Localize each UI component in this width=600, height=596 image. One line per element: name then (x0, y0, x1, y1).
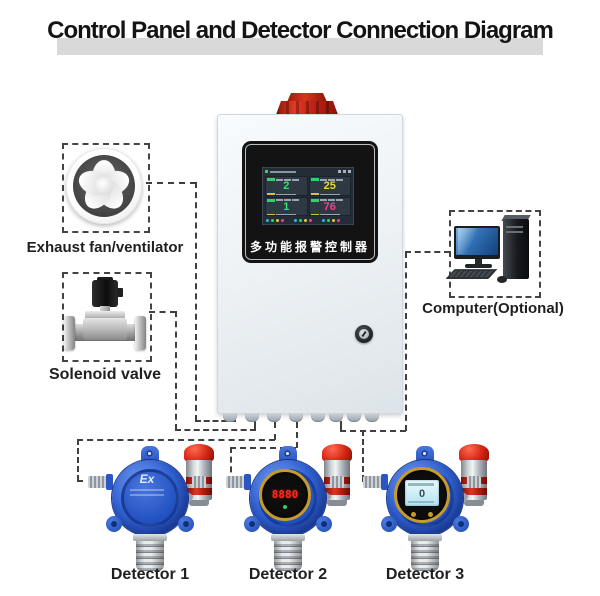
computer-label: Computer(Optional) (422, 300, 564, 317)
zone-value: 25 (323, 180, 336, 192)
detector-1-label: Detector 1 (110, 566, 190, 583)
screen-indicator-dots (263, 219, 353, 223)
detector-body: Ex (106, 460, 194, 536)
connection-line (296, 422, 298, 448)
fan-box (62, 143, 150, 233)
zone-cell-2: 25 (308, 176, 351, 196)
panel-lock-icon (355, 325, 373, 343)
connection-line (195, 182, 197, 421)
zone-cell-1: 2 (265, 176, 308, 196)
zone-value: 2 (283, 180, 290, 192)
sensor-collar (133, 534, 167, 541)
gland-collar (106, 474, 113, 490)
cable-gland (330, 476, 344, 488)
connection-line (254, 421, 256, 430)
sensor-collar (408, 534, 442, 541)
panel-screen: 2 25 1 76 (262, 167, 354, 225)
connection-line (146, 182, 196, 184)
zone-grid: 2 25 1 76 (265, 176, 351, 216)
zone-cell-3: 1 (265, 196, 308, 216)
cable-gland (245, 413, 259, 422)
detector-2-label: Detector 2 (248, 566, 328, 583)
connection-line (77, 439, 275, 441)
status-text-bar (270, 170, 296, 173)
cable-gland (192, 476, 206, 488)
valve-box (62, 272, 152, 362)
cable-gland (226, 476, 246, 488)
mount-tab (279, 446, 297, 462)
exhaust-fan-icon (66, 148, 142, 224)
gland-collar (244, 474, 251, 490)
zone-value: 76 (323, 200, 336, 213)
zone-value: 1 (283, 200, 290, 213)
fan-label: Exhaust fan/ventilator (26, 239, 184, 256)
ex-marking: Ex (139, 472, 155, 486)
cable-gland (363, 476, 383, 488)
detector-2: 8880 (218, 442, 358, 572)
display-value: 8880 (271, 488, 299, 501)
detector-body: 0 (381, 460, 469, 536)
detector-1: Ex (80, 442, 220, 572)
screen-icon (338, 170, 341, 173)
computer-box (449, 210, 541, 298)
zone-cell-4: 76 (308, 196, 351, 216)
connection-line (77, 439, 79, 481)
button-icon (411, 512, 416, 517)
panel-alarm-beacon-icon (287, 93, 327, 102)
cable-gland (311, 413, 325, 422)
connection-line (175, 429, 256, 431)
status-led-icon (283, 505, 287, 509)
connection-line (405, 251, 450, 253)
panel-name-label: 多功能报警控制器 (249, 240, 370, 254)
gas-sensor (411, 541, 439, 571)
connection-line (149, 311, 176, 313)
connection-line (340, 421, 342, 431)
connection-line (340, 430, 406, 432)
connection-line (230, 447, 232, 482)
cable-gland (329, 413, 343, 422)
detector-body: 8880 (244, 460, 332, 536)
mount-tab (416, 446, 434, 462)
screen-status-bar (263, 168, 353, 175)
connection-line (274, 422, 276, 440)
connection-line (195, 420, 236, 422)
gas-sensor (136, 541, 164, 571)
status-led-icon (265, 170, 268, 173)
title-highlight-bar (57, 38, 543, 55)
cable-gland (223, 413, 237, 422)
detector-3-label: Detector 3 (385, 566, 465, 583)
cable-gland (467, 476, 481, 488)
cable-gland (88, 476, 108, 488)
button-icon (428, 512, 433, 517)
lcd-display: 0 (394, 467, 450, 523)
gland-collar (381, 474, 388, 490)
mount-tab (141, 446, 159, 462)
cable-gland (365, 413, 379, 422)
detector-3: 0 (355, 442, 495, 572)
valve-label: Solenoid valve (48, 366, 162, 383)
cable-gland (347, 413, 361, 422)
connection-line (405, 252, 407, 431)
gas-sensor (274, 541, 302, 571)
connection-line (175, 311, 177, 430)
screen-icon (343, 170, 346, 173)
cable-gland (267, 413, 281, 422)
panel-alarm-beacon-icon (276, 101, 338, 115)
connection-line (362, 430, 364, 481)
page-title: Control Panel and Detector Connection Di… (47, 17, 554, 44)
connection-line (230, 447, 296, 449)
screen-icon (348, 170, 351, 173)
sensor-collar (271, 534, 305, 541)
display-value: 0 (418, 488, 426, 500)
led-display: 8880 (259, 469, 311, 521)
connection-line (77, 480, 95, 482)
cable-gland (289, 413, 303, 422)
